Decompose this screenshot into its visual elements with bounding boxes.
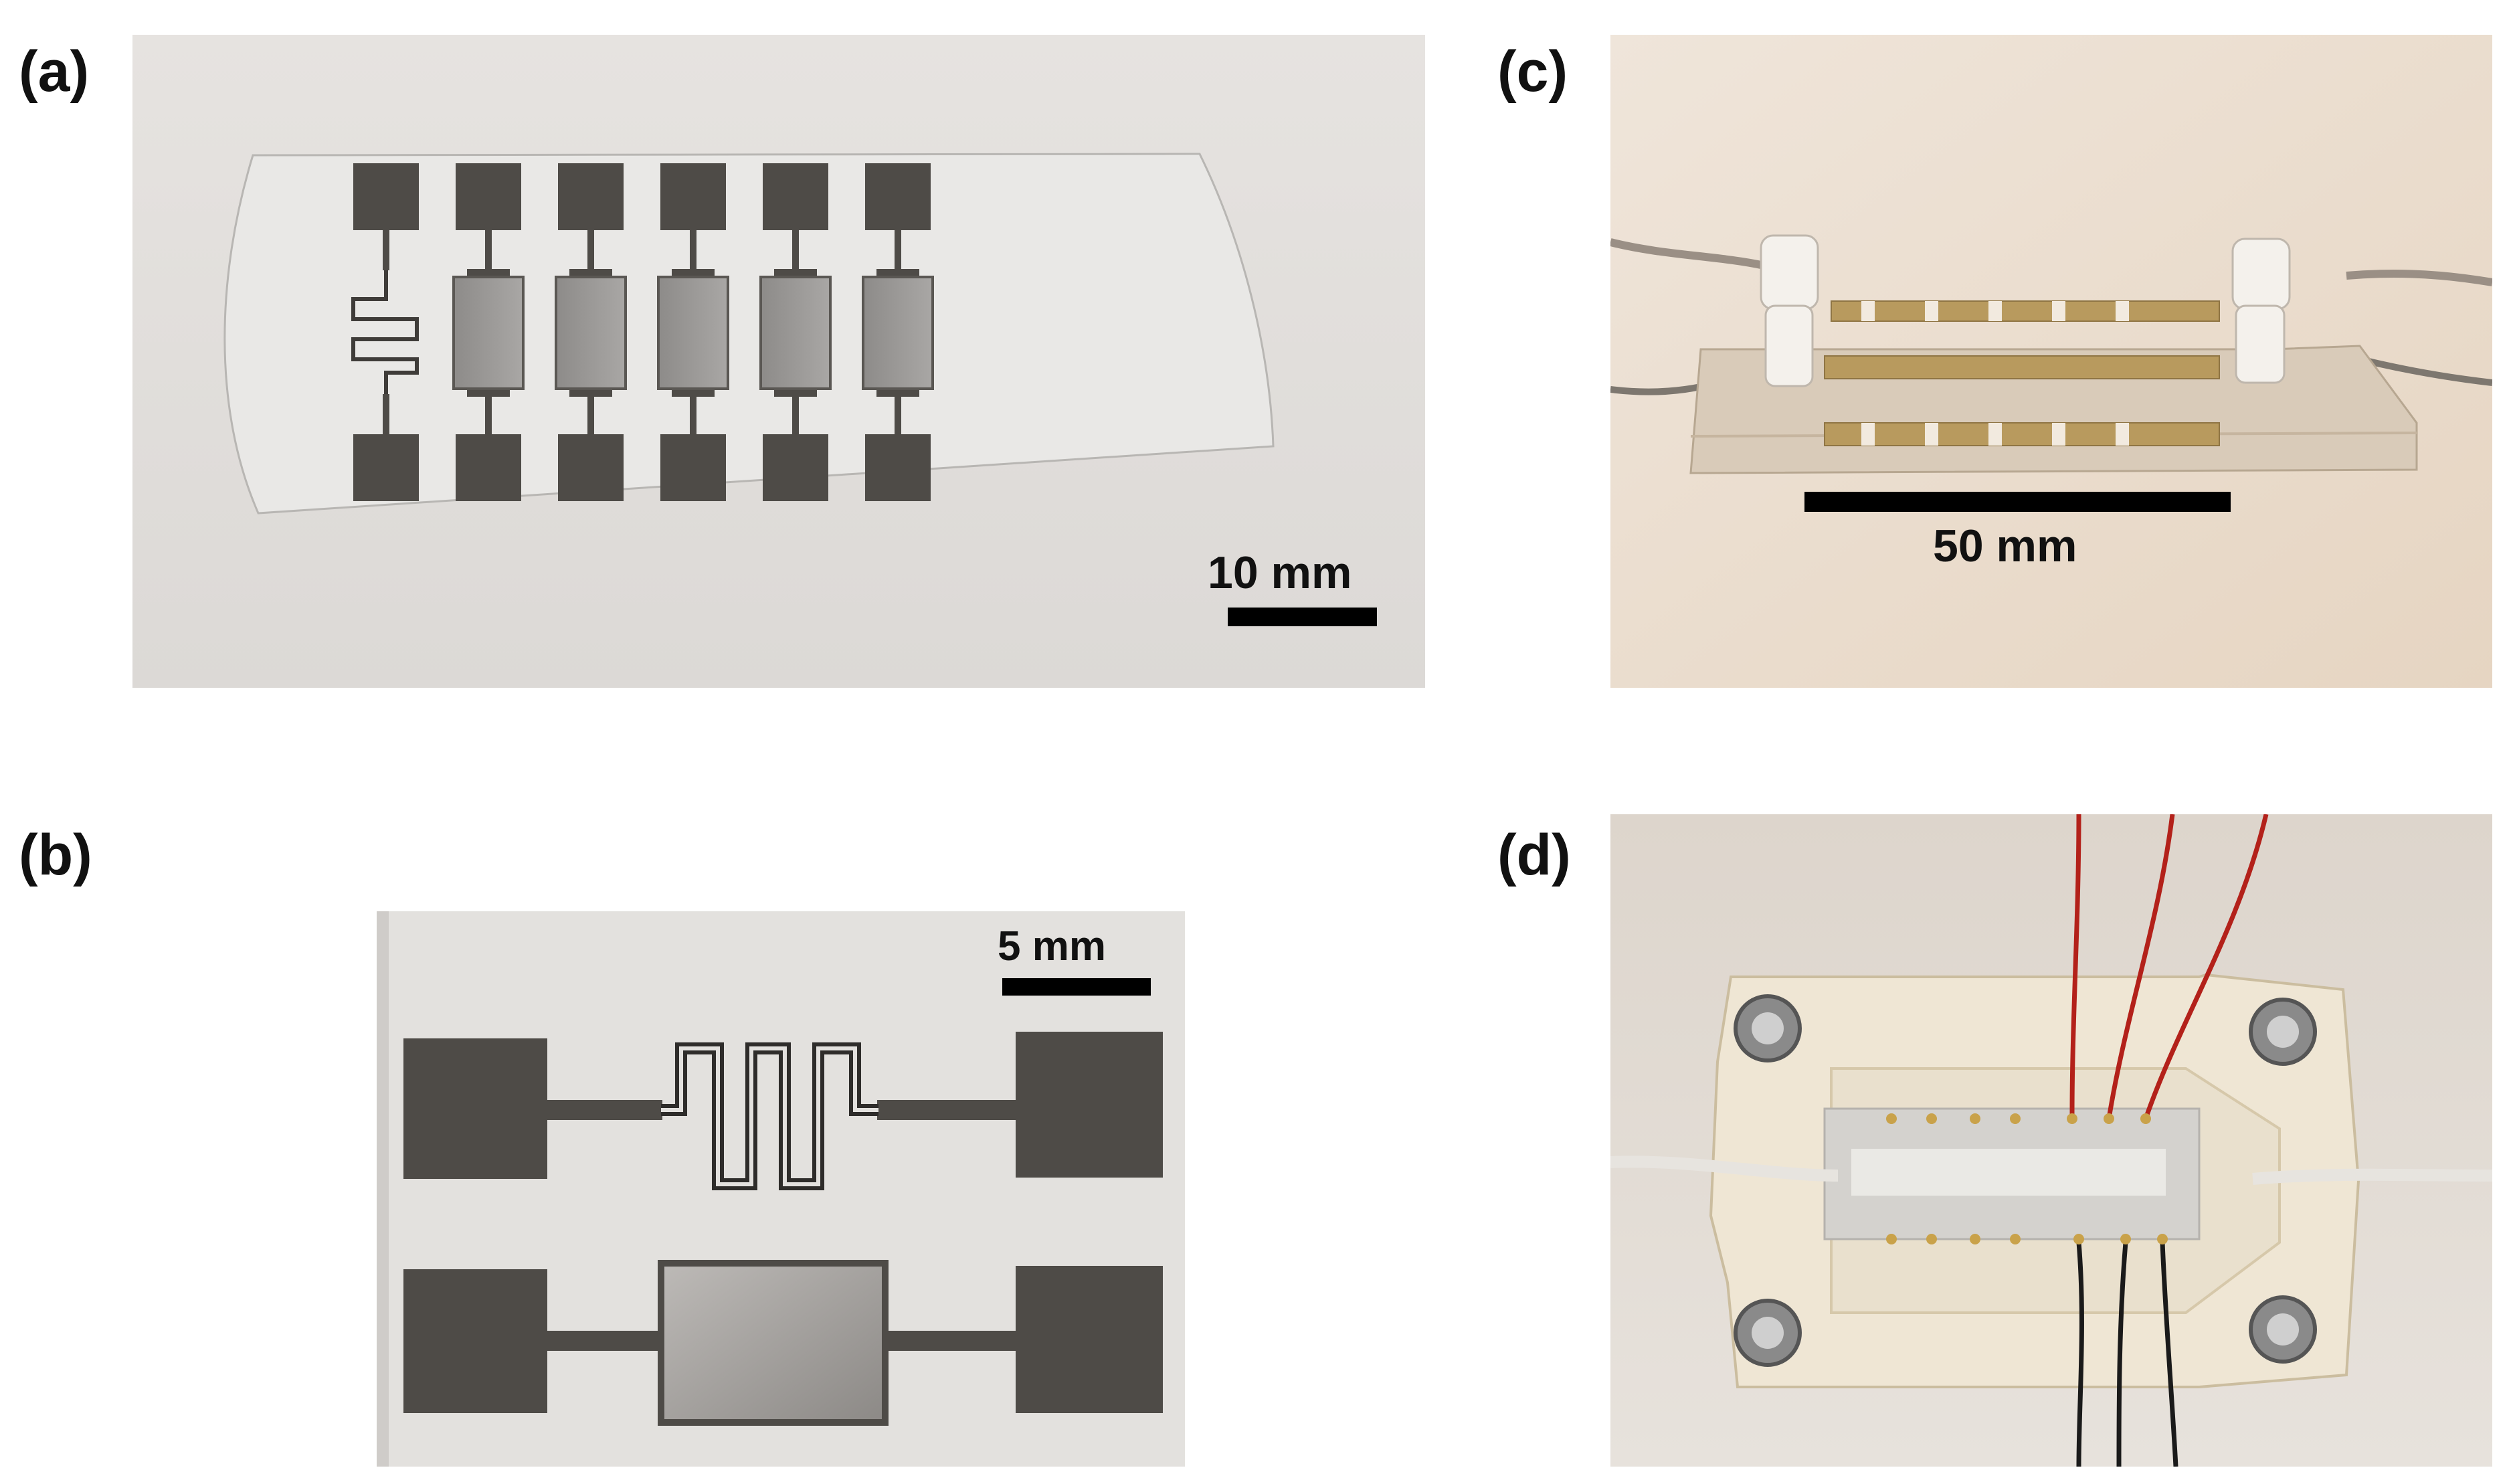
scale-bar-b [1002, 978, 1151, 996]
microfluidic-chip-photo [1610, 35, 2492, 688]
panel-label-b: (b) [19, 823, 92, 887]
electrode-closeup-photo [377, 911, 1185, 1467]
photo-panel-d [1610, 814, 2492, 1467]
photo-panel-a: 10 mm [132, 35, 1425, 688]
scale-bar-label-a: 10 mm [1208, 547, 1352, 598]
panel-label-c: (c) [1497, 39, 1568, 104]
photo-panel-b: 5 mm [377, 911, 1185, 1467]
scale-bar-c [1804, 492, 2231, 512]
scale-bar-a [1228, 608, 1377, 626]
scale-bar-label-b: 5 mm [998, 923, 1106, 969]
chip-holder-assembly-photo [1610, 814, 2492, 1467]
panel-label-a: (a) [19, 39, 90, 104]
printed-electrode-slide-photo [132, 35, 1425, 688]
scale-bar-label-c: 50 mm [1933, 521, 2077, 571]
panel-label-d: (d) [1497, 823, 1571, 887]
photo-panel-c: 50 mm [1610, 35, 2492, 688]
